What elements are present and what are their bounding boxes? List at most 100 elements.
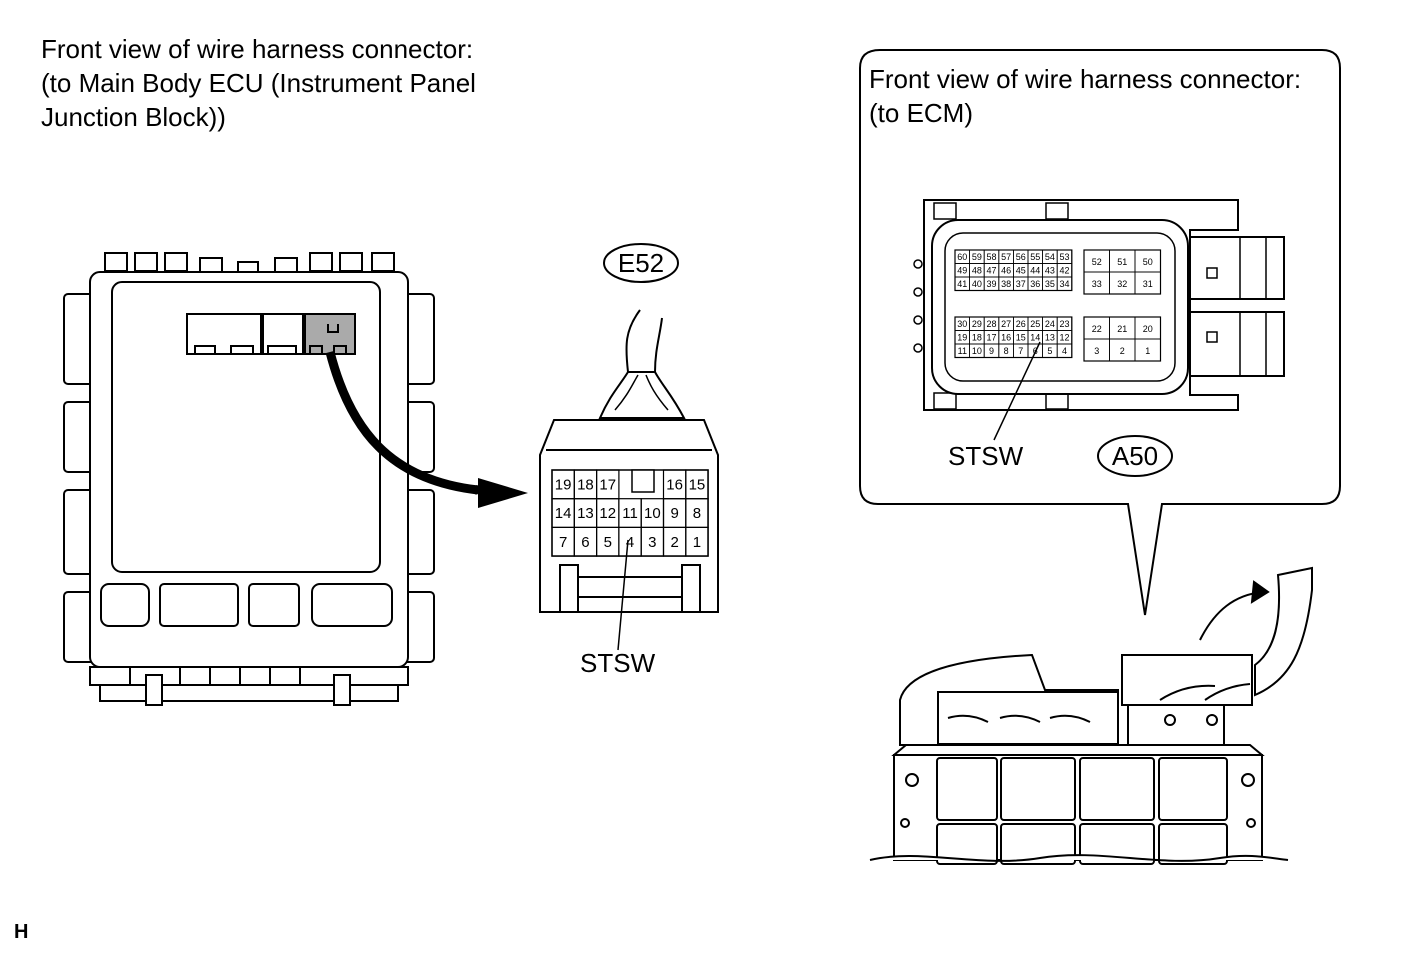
a50-pin-7: 7 xyxy=(1018,346,1023,356)
a50-pin-19: 19 xyxy=(957,333,967,343)
a50-pin-24: 24 xyxy=(1045,319,1055,329)
e52-pin-4: 4 xyxy=(626,534,634,551)
a50-pin-41: 41 xyxy=(957,279,967,289)
right-caption: Front view of wire harness connector: (t… xyxy=(869,62,1301,130)
e52-pin-18: 18 xyxy=(577,476,594,493)
a50-pin-32: 32 xyxy=(1117,279,1127,289)
figure-letter: H xyxy=(14,921,29,943)
a50-pin-55: 55 xyxy=(1030,252,1040,262)
a50-pin-37: 37 xyxy=(1016,279,1026,289)
a50-pin-47: 47 xyxy=(986,266,996,276)
a50-pin-26: 26 xyxy=(1016,319,1026,329)
ecm-illustration xyxy=(869,566,1313,865)
e52-pin-8: 8 xyxy=(693,505,701,522)
e52-pin-5: 5 xyxy=(604,534,612,551)
a50-pin-42: 42 xyxy=(1059,266,1069,276)
a50-pin-4: 4 xyxy=(1062,346,1067,356)
a50-pin-38: 38 xyxy=(1001,279,1011,289)
e52-code-bubble xyxy=(603,243,679,283)
right-caption-line-2: (to ECM) xyxy=(869,98,973,128)
left-caption-line-3: Junction Block)) xyxy=(41,102,226,132)
connection-arrow xyxy=(325,350,486,495)
junction-block-illustration xyxy=(63,252,435,706)
a50-pin-cell xyxy=(1134,338,1161,362)
a50-pin-48: 48 xyxy=(972,266,982,276)
a50-pin-22: 22 xyxy=(1092,324,1102,334)
a50-pin-34: 34 xyxy=(1059,279,1069,289)
e52-pin-3: 3 xyxy=(648,534,656,551)
a50-pin-53: 53 xyxy=(1059,252,1069,262)
a50-pin-49: 49 xyxy=(957,266,967,276)
a50-pin-30: 30 xyxy=(957,319,967,329)
a50-pin-12: 12 xyxy=(1059,333,1069,343)
left-caption-line-2: (to Main Body ECU (Instrument Panel xyxy=(41,68,476,98)
e52-pin-17: 17 xyxy=(599,476,616,493)
e52-pin-16: 16 xyxy=(666,476,683,493)
a50-pin-21: 21 xyxy=(1117,324,1127,334)
e52-pin-12: 12 xyxy=(599,505,616,522)
e52-pin-7: 7 xyxy=(559,534,567,551)
a50-pin-3: 3 xyxy=(1094,346,1099,356)
a50-pin-5: 5 xyxy=(1047,346,1052,356)
e52-pin-11: 11 xyxy=(622,505,638,522)
e52-pin-9: 9 xyxy=(670,505,678,522)
e52-pin-19: 19 xyxy=(555,476,572,493)
a50-pin-cell xyxy=(1134,271,1161,295)
a50-signal-label: STSW xyxy=(948,441,1024,471)
a50-pin-31: 31 xyxy=(1143,279,1153,289)
e52-pin-10: 10 xyxy=(644,505,661,522)
e52-pin-13: 13 xyxy=(577,505,594,522)
a50-pin-29: 29 xyxy=(972,319,982,329)
a50-pin-25: 25 xyxy=(1030,319,1040,329)
left-caption-line-1: Front view of wire harness connector: xyxy=(41,34,474,64)
a50-pin-40: 40 xyxy=(972,279,982,289)
a50-pin-cell xyxy=(1056,343,1073,358)
e52-pin-6: 6 xyxy=(581,534,589,551)
right-caption-line-1: Front view of wire harness connector: xyxy=(869,64,1302,94)
left-caption: Front view of wire harness connector: (t… xyxy=(41,32,476,134)
a50-pin-45: 45 xyxy=(1016,266,1026,276)
a50-pin-23: 23 xyxy=(1059,319,1069,329)
a50-pin-36: 36 xyxy=(1030,279,1040,289)
a50-pin-52: 52 xyxy=(1092,257,1102,267)
a50-pin-46: 46 xyxy=(1001,266,1011,276)
a50-pin-39: 39 xyxy=(986,279,996,289)
a50-pin-54: 54 xyxy=(1045,252,1055,262)
a50-code-bubble xyxy=(1097,435,1173,477)
e52-signal-label: STSW xyxy=(580,648,656,678)
e52-pin-1: 1 xyxy=(693,534,701,551)
a50-pin-18: 18 xyxy=(972,333,982,343)
a50-pin-43: 43 xyxy=(1045,266,1055,276)
a50-pin-14: 14 xyxy=(1030,333,1040,343)
e52-pin-15: 15 xyxy=(689,476,706,493)
a50-pin-8: 8 xyxy=(1004,346,1009,356)
a50-pin-33: 33 xyxy=(1092,279,1102,289)
a50-pin-11: 11 xyxy=(958,346,967,356)
a50-pin-27: 27 xyxy=(1001,319,1011,329)
a50-pin-1: 1 xyxy=(1145,346,1150,356)
a50-pin-58: 58 xyxy=(986,252,996,262)
a50-pin-13: 13 xyxy=(1045,333,1055,343)
e52-pin-14: 14 xyxy=(555,505,572,522)
a50-pin-20: 20 xyxy=(1143,324,1153,334)
a50-pin-50: 50 xyxy=(1143,257,1153,267)
a50-pin-10: 10 xyxy=(972,346,982,356)
e52-code: E52 xyxy=(618,248,664,278)
a50-pin-2: 2 xyxy=(1120,346,1125,356)
a50-pin-35: 35 xyxy=(1045,279,1055,289)
a50-pin-16: 16 xyxy=(1001,333,1011,343)
a50-pin-28: 28 xyxy=(986,319,996,329)
a50-pin-44: 44 xyxy=(1030,266,1040,276)
a50-pin-60: 60 xyxy=(957,252,967,262)
a50-pin-cell xyxy=(1056,276,1073,291)
a50-pin-56: 56 xyxy=(1016,252,1026,262)
e52-pin-2: 2 xyxy=(670,534,678,551)
a50-pin-51: 51 xyxy=(1117,257,1127,267)
a50-pin-15: 15 xyxy=(1016,333,1026,343)
e52-pin-cell xyxy=(685,526,709,557)
